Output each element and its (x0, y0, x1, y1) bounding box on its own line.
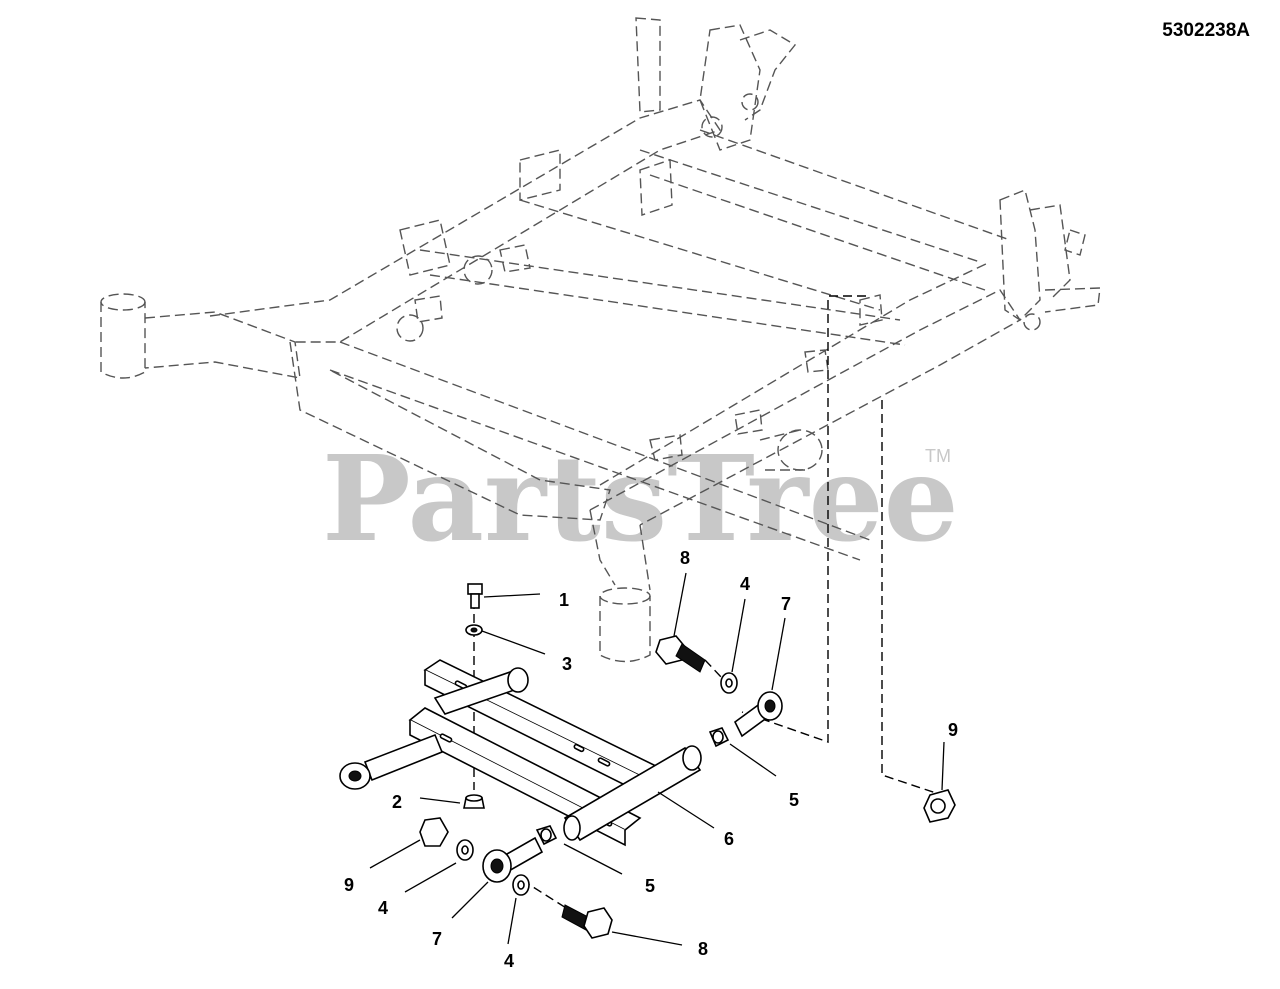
callout-9-right: 9 (948, 720, 958, 740)
part-nut-5-lower (535, 825, 558, 846)
part-nut-9-left (419, 817, 449, 847)
callout-2: 2 (392, 792, 402, 812)
part-bolt-8-lower (561, 904, 613, 939)
callout-4-lower: 4 (504, 951, 514, 971)
part-washer-4-lower (512, 874, 530, 896)
callout-3: 3 (562, 654, 572, 674)
part-nut-9-right (923, 789, 956, 823)
part-washer-4-upper (720, 672, 738, 694)
part-rod-end-7-upper (733, 691, 783, 738)
callout-1: 1 (559, 590, 569, 610)
part-rod-end-7-lower (482, 836, 544, 883)
callout-4-upper: 4 (740, 574, 750, 594)
callout-5-lower: 5 (645, 876, 655, 896)
part-plates-and-tube (339, 659, 702, 847)
callout-labels: 1 3 2 8 4 7 5 6 9 9 4 7 4 5 8 (344, 548, 958, 971)
watermark-text: PartsTree (322, 429, 959, 568)
mower-frame-outline (100, 17, 1101, 663)
callout-7-lower: 7 (432, 929, 442, 949)
watermark-trademark: TM (925, 446, 951, 466)
leader-lines (369, 572, 945, 946)
part-nut-5-upper (708, 727, 730, 748)
callout-9-left: 9 (344, 875, 354, 895)
part-washer-3 (465, 624, 483, 636)
callout-5-upper: 5 (789, 790, 799, 810)
document-id: 5302238A (1162, 20, 1250, 41)
part-bolt-1 (467, 583, 483, 609)
part-nut-2 (463, 794, 485, 809)
part-washer-4-left (456, 839, 474, 861)
callout-7-upper: 7 (781, 594, 791, 614)
callout-6: 6 (724, 829, 734, 849)
part-bolt-8-upper (655, 635, 706, 673)
callout-8-lower: 8 (698, 939, 708, 959)
callout-8-upper: 8 (680, 548, 690, 568)
callout-4-left: 4 (378, 898, 388, 918)
